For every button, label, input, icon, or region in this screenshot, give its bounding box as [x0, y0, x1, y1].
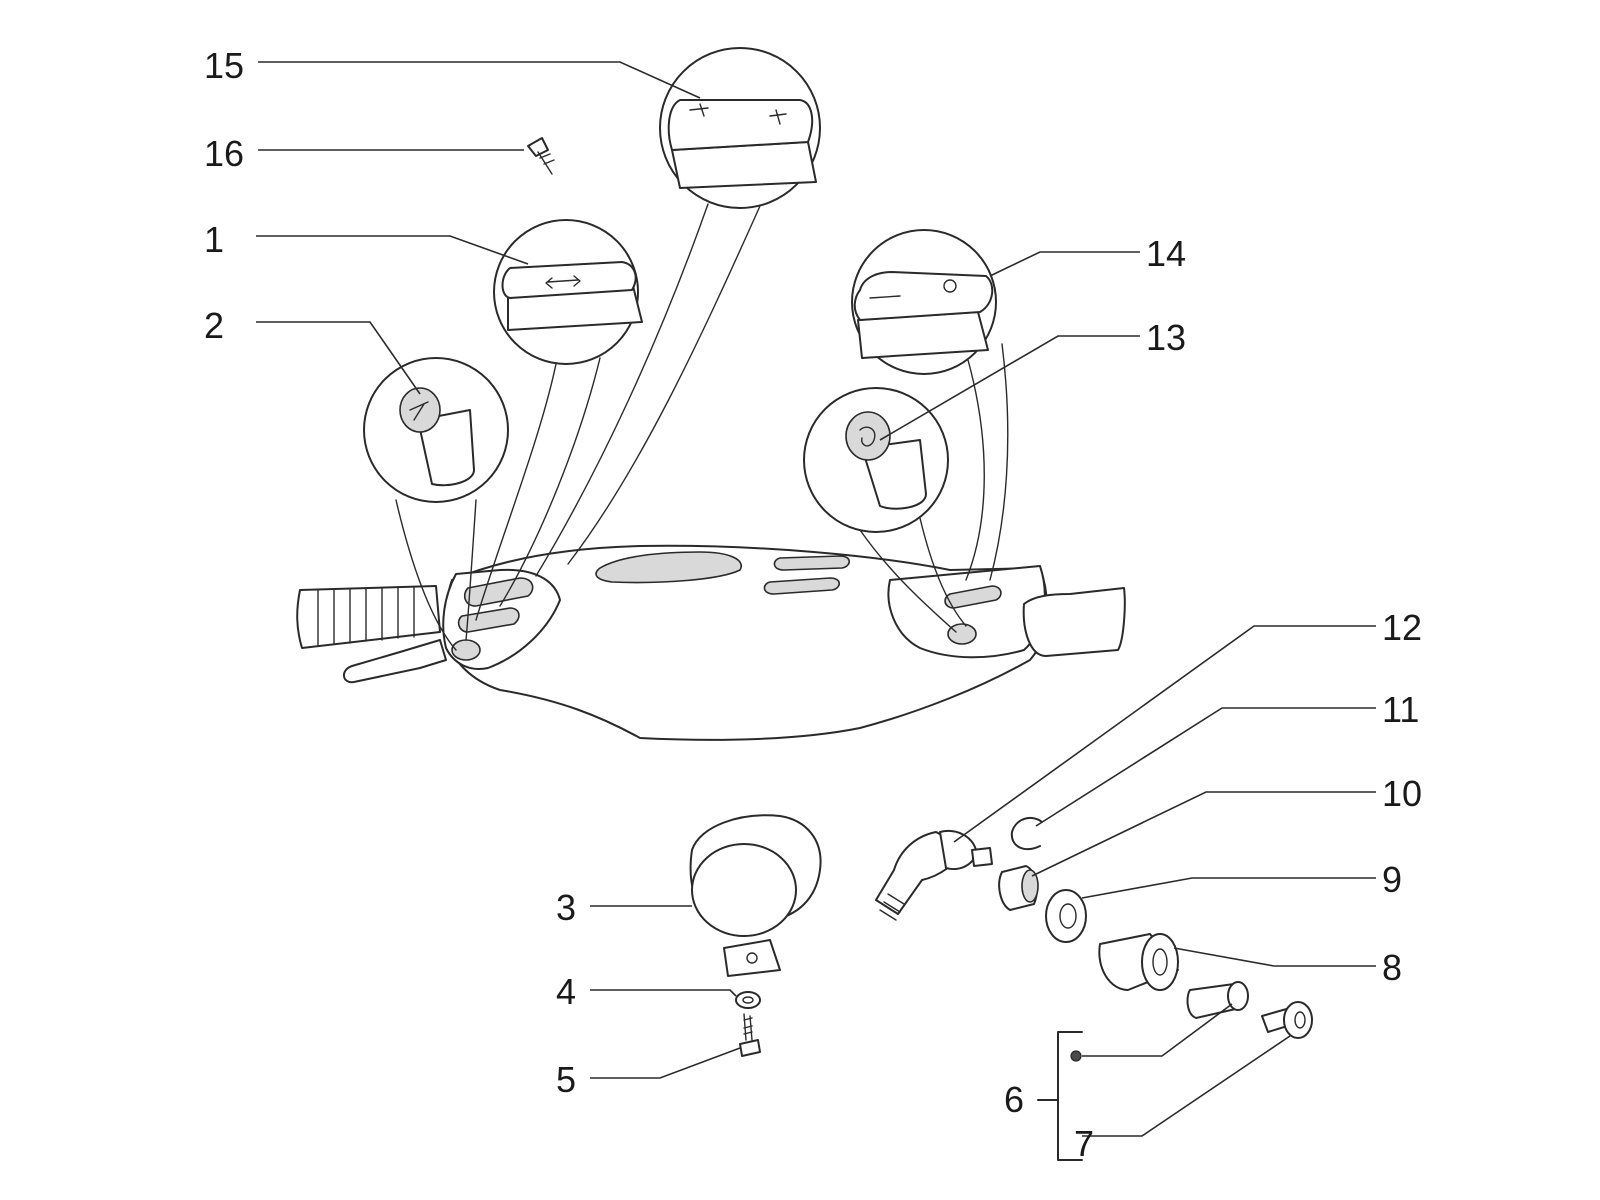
callout-2: 2	[204, 305, 224, 346]
callout-labels: 15 16 1 2 14 13 12 11 10 9 8 3 4 5 6 7	[204, 45, 1422, 1164]
leader-10	[1031, 791, 1376, 877]
callout-11: 11	[1382, 689, 1419, 730]
leader-8	[1173, 947, 1376, 967]
callout-9: 9	[1382, 859, 1402, 900]
detail-circle-right-switch	[851, 229, 1009, 581]
callout-12: 12	[1382, 607, 1422, 648]
leader-1	[256, 235, 529, 265]
leader-15	[258, 61, 701, 99]
leader-12	[953, 625, 1376, 843]
leader-13	[879, 335, 1140, 441]
leader-7	[1082, 1035, 1291, 1137]
leader-2	[256, 321, 421, 395]
callout-3: 3	[556, 887, 576, 928]
handlebar-cover	[296, 544, 1126, 741]
leader-11	[1035, 707, 1376, 827]
detail-circle-turn-switch	[475, 219, 643, 621]
detail-circle-right-button	[803, 387, 967, 633]
callout-8: 8	[1382, 947, 1402, 988]
leader-9	[1081, 877, 1376, 899]
callout-5: 5	[556, 1059, 576, 1100]
callout-7: 7	[1074, 1123, 1094, 1164]
callout-4: 4	[556, 971, 576, 1012]
callout-6: 6	[1004, 1079, 1024, 1120]
horn-assembly	[689, 814, 822, 1057]
leader-4	[590, 989, 737, 997]
callout-16: 16	[204, 133, 244, 174]
leader-5	[590, 1047, 741, 1079]
leader-14	[989, 251, 1140, 277]
leader-6	[1082, 1003, 1233, 1057]
callout-13: 13	[1146, 317, 1186, 358]
detail-circle-left-button	[363, 357, 509, 651]
callout-10: 10	[1382, 773, 1422, 814]
screw-part-16	[527, 137, 555, 175]
detail-circle-light-switch	[535, 47, 821, 577]
ignition-assembly	[875, 816, 1313, 1161]
leader-lines	[256, 61, 1376, 1137]
callout-1: 1	[204, 219, 224, 260]
callout-14: 14	[1146, 233, 1186, 274]
callout-15: 15	[204, 45, 244, 86]
